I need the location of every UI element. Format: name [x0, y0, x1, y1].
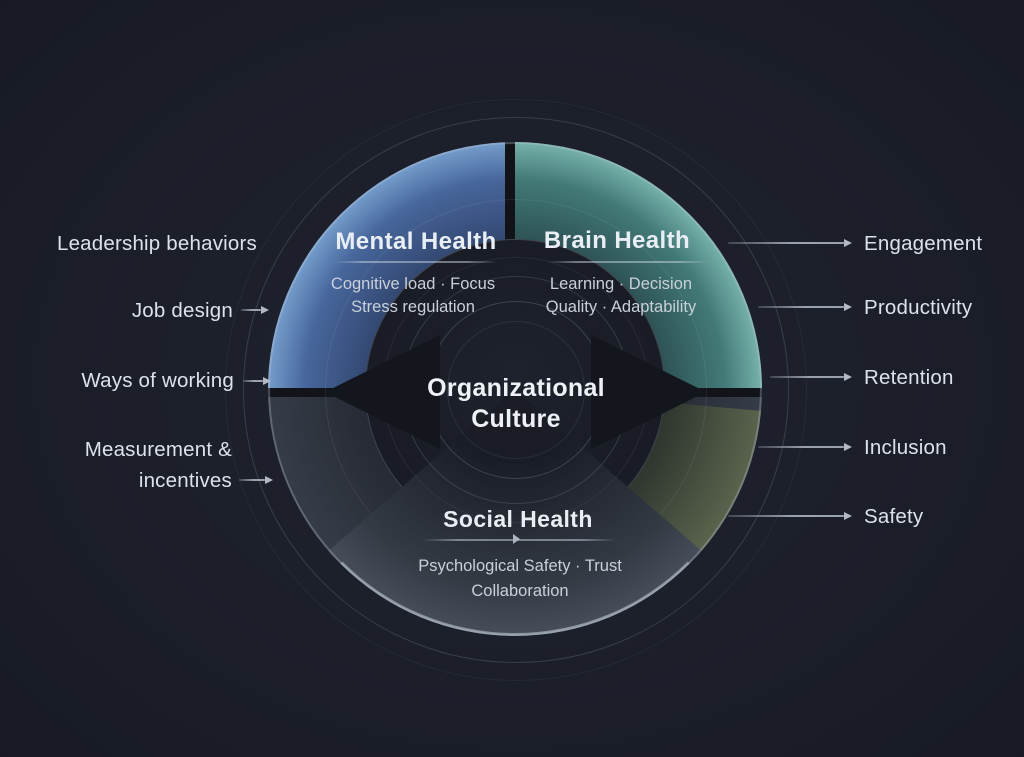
output-arrow-retention-icon	[770, 372, 852, 381]
social-sub-line1: Psychological Safety · Trust	[418, 557, 622, 575]
input-arrow-ways-of-working-icon	[243, 376, 271, 385]
social-underline-arrow-icon	[513, 534, 520, 544]
social-health-title: Social Health	[443, 506, 593, 532]
output-label-inclusion: Inclusion	[864, 436, 947, 459]
input-label-measurement-incentives: Measurement & incentives	[84, 438, 232, 492]
health-wheel	[268, 142, 762, 636]
input-arrow-job-design-icon	[241, 305, 269, 314]
mental-sub-line1: Cognitive load · Focus	[330, 275, 496, 293]
input-label-job-design: Job design	[131, 299, 233, 322]
brain-health-subtitle: Learning · Decision Quality · Adaptabili…	[546, 273, 696, 319]
brain-health-title: Brain Health	[543, 227, 691, 254]
output-label-engagement: Engagement	[864, 232, 983, 255]
input-label-ways-of-working: Ways of working	[81, 369, 234, 392]
output-arrow-safety-icon	[728, 511, 852, 520]
disc-rim-bottom-highlight	[268, 142, 762, 636]
input-label-leadership-behaviors: Leadership behaviors	[56, 232, 257, 255]
mental-health-title: Mental Health	[335, 228, 497, 255]
output-arrow-productivity-icon	[758, 302, 852, 311]
output-label-retention: Retention	[864, 366, 954, 389]
output-arrow-inclusion-icon	[758, 442, 852, 451]
mental-sub-line2: Stress regulation	[351, 298, 475, 316]
social-health-subtitle: Psychological Safety · Trust Collaborati…	[418, 554, 622, 604]
output-arrow-engagement-icon	[728, 238, 852, 247]
center-line1: Organizational	[427, 374, 605, 402]
brain-sub-line2: Quality · Adaptability	[545, 298, 697, 316]
output-label-safety: Safety	[864, 505, 924, 528]
brain-sub-line1: Learning · Decision	[549, 275, 693, 293]
brain-health-underline	[547, 261, 709, 263]
output-label-productivity: Productivity	[864, 296, 973, 319]
organizational-culture-label: Organizational Culture	[427, 373, 605, 435]
mental-health-subtitle: Cognitive load · Focus Stress regulation	[331, 273, 495, 319]
outer-guide-circle-faint	[225, 99, 807, 681]
center-line2: Culture	[471, 405, 561, 433]
input-arrow-measurement-incentives-icon	[239, 475, 273, 484]
social-sub-line2: Collaboration	[471, 582, 569, 600]
mental-health-underline	[333, 261, 497, 263]
